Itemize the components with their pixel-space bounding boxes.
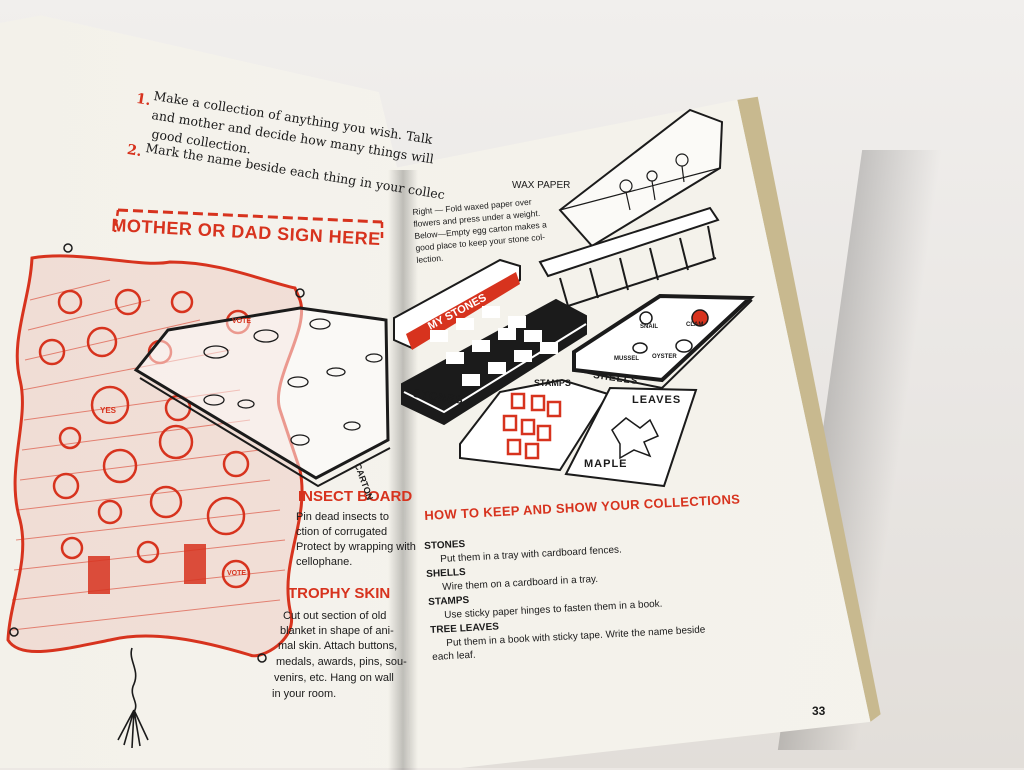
stones-tray-cells xyxy=(430,306,558,386)
trophy-skin-line-2: blanket in shape of ani- xyxy=(280,625,394,637)
keep-item-stamps-title: STAMPS xyxy=(428,594,470,608)
shells xyxy=(632,309,709,354)
trophy-skin-line-1: Cut out section of old xyxy=(283,610,387,622)
pin-bottom-left xyxy=(9,627,19,637)
keep-item-stones-title: STONES xyxy=(424,538,466,552)
cardboard-fences xyxy=(538,206,720,307)
keep-item-leaves-text-cont: each leaf. xyxy=(432,649,476,663)
trophy-skin-line-3: mal skin. Attach buttons, xyxy=(278,640,398,652)
leaves-label: LEAVES xyxy=(632,394,682,406)
insect-board-line-1: Pin dead insects to xyxy=(296,511,389,523)
insect-board-heading: INSECT BOARD xyxy=(298,488,413,505)
banner-dashed-sides xyxy=(113,209,384,242)
wax-paper-label: WAX PAPER xyxy=(512,180,571,191)
page-number: 33 xyxy=(812,704,826,718)
insects xyxy=(203,318,383,446)
keep-item-shells-title: SHELLS xyxy=(426,566,466,580)
pin-top-right xyxy=(295,288,305,298)
trophy-skin-line-4: medals, awards, pins, sou- xyxy=(276,656,407,668)
pin-top-left xyxy=(63,243,73,253)
leaves-sheet xyxy=(564,386,698,488)
insect-board-line-3: Protect by wrapping with xyxy=(296,541,416,553)
trophy-skin-heading: TROPHY SKIN xyxy=(288,585,391,602)
badge-yes: YES xyxy=(100,406,117,415)
pressed-flowers xyxy=(619,153,689,211)
insect-board-line-2: ction of corrugated xyxy=(296,526,388,538)
wax-paper xyxy=(558,108,724,248)
insect-board-line-4: cellophane. xyxy=(296,556,353,568)
shell-clam: CLAM xyxy=(686,322,704,328)
stamps xyxy=(502,392,562,460)
ribbon-medals xyxy=(88,544,206,594)
trophy-skin-line-6: in your room. xyxy=(272,688,337,700)
badge-vote-top: VOTE xyxy=(232,318,252,325)
shells-tray xyxy=(572,293,755,383)
trophy-skin-line-5: venirs, etc. Hang on wall xyxy=(274,672,394,684)
maple-leaf xyxy=(611,417,660,460)
maple-label: MAPLE xyxy=(584,458,628,470)
shell-snail: SNAIL xyxy=(640,324,658,330)
shell-mussel: MUSSEL xyxy=(614,356,640,362)
shell-oyster: OYSTER xyxy=(652,354,677,360)
pin-bottom-right xyxy=(257,653,267,663)
badge-vote-bottom: VOTE xyxy=(227,570,247,577)
trophy-buttons xyxy=(38,288,251,589)
stamps-label: STAMPS xyxy=(534,378,571,388)
tassel xyxy=(117,647,149,749)
spine-fold xyxy=(388,170,418,770)
